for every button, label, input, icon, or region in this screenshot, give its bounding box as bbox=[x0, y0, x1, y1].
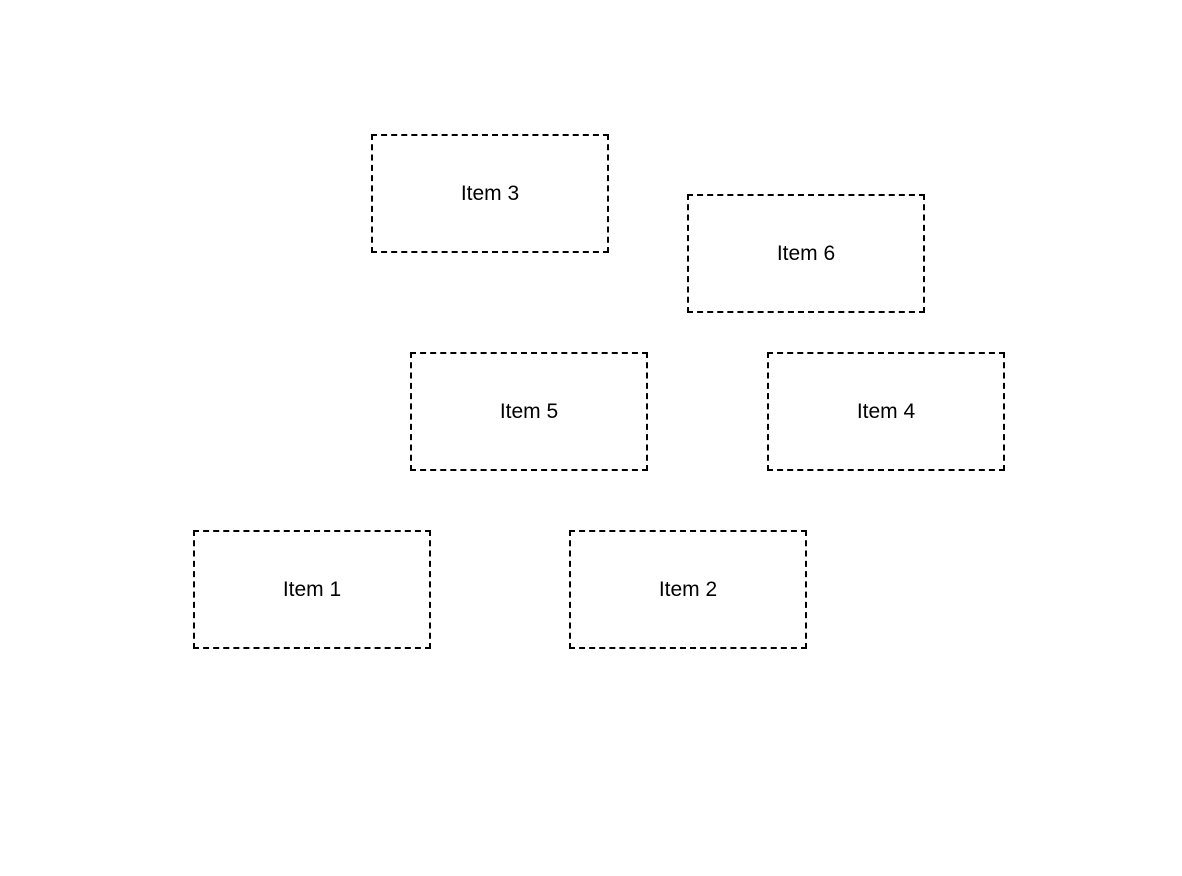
item-label: Item 1 bbox=[282, 578, 342, 601]
draggable-item-6[interactable]: Item 6 bbox=[687, 194, 925, 313]
item-label: Item 2 bbox=[658, 578, 718, 601]
draggable-item-2[interactable]: Item 2 bbox=[569, 530, 807, 649]
draggable-item-3[interactable]: Item 3 bbox=[371, 134, 609, 253]
item-label: Item 4 bbox=[856, 400, 916, 423]
item-label: Item 3 bbox=[460, 182, 520, 205]
draggable-item-4[interactable]: Item 4 bbox=[767, 352, 1005, 471]
draggable-item-5[interactable]: Item 5 bbox=[410, 352, 648, 471]
draggable-item-1[interactable]: Item 1 bbox=[193, 530, 431, 649]
item-label: Item 5 bbox=[499, 400, 559, 423]
item-label: Item 6 bbox=[776, 242, 836, 265]
